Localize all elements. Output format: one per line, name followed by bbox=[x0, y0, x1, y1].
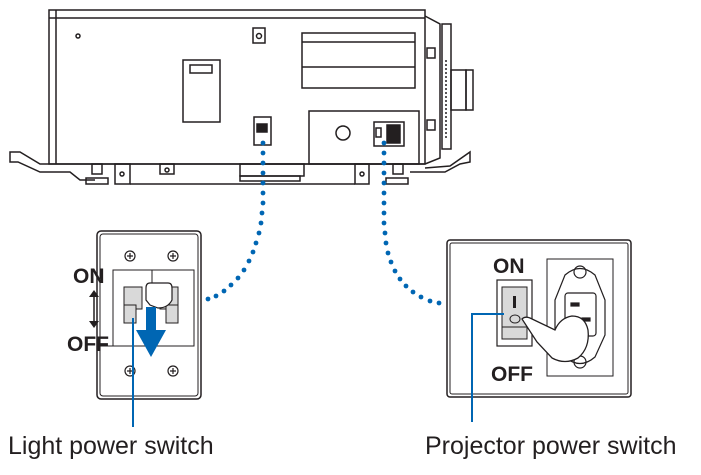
projector-pointer-line bbox=[471, 313, 504, 422]
light-connector-dots bbox=[205, 140, 266, 302]
projector-power-switch-label: Projector power switch bbox=[425, 432, 677, 460]
projector-connector-dots bbox=[381, 140, 442, 306]
screw-icon bbox=[124, 250, 179, 377]
projector-on-label: ON bbox=[493, 255, 525, 278]
light-off-label: OFF bbox=[67, 333, 109, 356]
projector-body bbox=[9, 9, 474, 185]
hand-icon bbox=[145, 282, 173, 309]
projector-off-label: OFF bbox=[491, 363, 533, 386]
finger-icon bbox=[521, 315, 589, 363]
projector-switch-plate bbox=[446, 239, 632, 398]
light-switch-plate bbox=[89, 230, 202, 400]
light-on-label: ON bbox=[73, 265, 105, 288]
light-power-switch-label: Light power switch bbox=[8, 432, 214, 460]
down-arrow-icon bbox=[136, 307, 166, 357]
